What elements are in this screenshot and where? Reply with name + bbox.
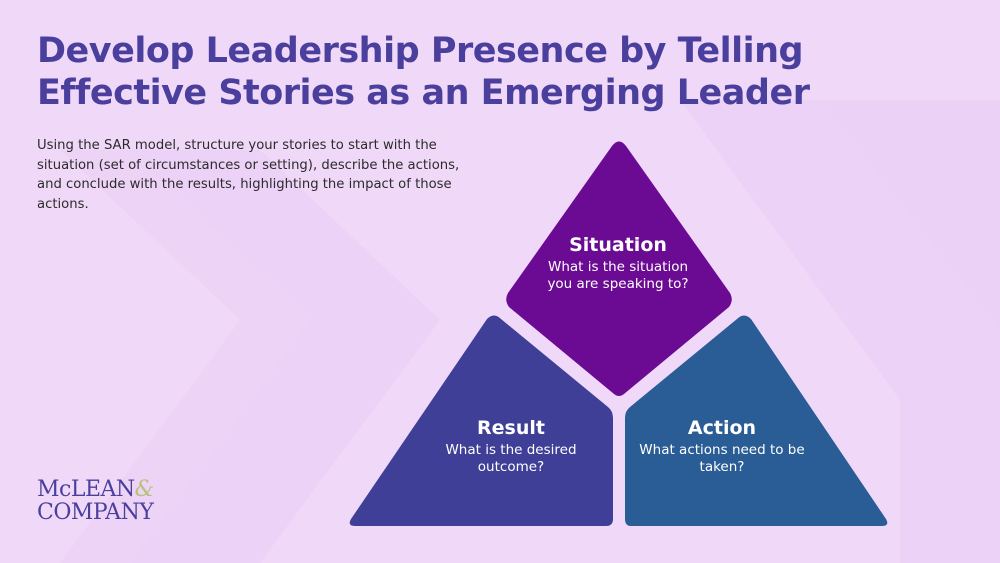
situation-label: Situation What is the situation you are … xyxy=(538,233,698,293)
action-triangle xyxy=(625,315,888,526)
result-label: Result What is the desired outcome? xyxy=(421,416,601,476)
page-title: Develop Leadership Presence by Telling E… xyxy=(37,30,937,114)
situation-triangle xyxy=(506,141,732,396)
action-label: Action What actions need to be taken? xyxy=(632,416,812,476)
intro-paragraph: Using the SAR model, structure your stor… xyxy=(37,138,460,212)
logo-line-2: COMPANY xyxy=(37,500,154,525)
result-triangle xyxy=(349,315,613,526)
logo-ampersand: & xyxy=(134,477,155,502)
situation-description: What is the situation you are speaking t… xyxy=(547,259,689,292)
result-heading: Result xyxy=(477,417,545,439)
company-logo: McLEAN& COMPANY xyxy=(37,478,154,524)
action-description: What actions need to be taken? xyxy=(639,442,805,475)
logo-line-1: McLEAN xyxy=(37,477,135,502)
title-line-2: Effective Stories as an Emerging Leader xyxy=(37,73,810,113)
action-heading: Action xyxy=(687,417,757,439)
result-description: What is the desired outcome? xyxy=(445,442,577,475)
title-line-1: Develop Leadership Presence by Telling xyxy=(37,31,804,71)
situation-heading: Situation xyxy=(569,234,667,256)
